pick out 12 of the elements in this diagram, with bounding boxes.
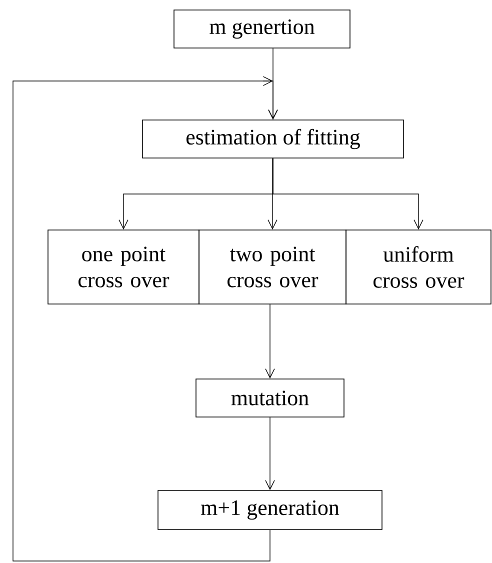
process-box: m+1 generation	[158, 490, 382, 530]
table-cell: uniform cross over	[346, 230, 492, 304]
process-box: estimation of fitting	[142, 120, 404, 158]
arrow	[268, 158, 278, 230]
arrow	[12, 76, 278, 562]
arrow	[265, 304, 275, 379]
table-cell: two point cross over	[198, 230, 346, 304]
process-box: m genertion	[174, 10, 350, 48]
arrow	[265, 417, 275, 490]
process-box: mutation	[196, 378, 344, 418]
table-cell: one point cross over	[48, 230, 200, 304]
arrow	[272, 158, 424, 230]
